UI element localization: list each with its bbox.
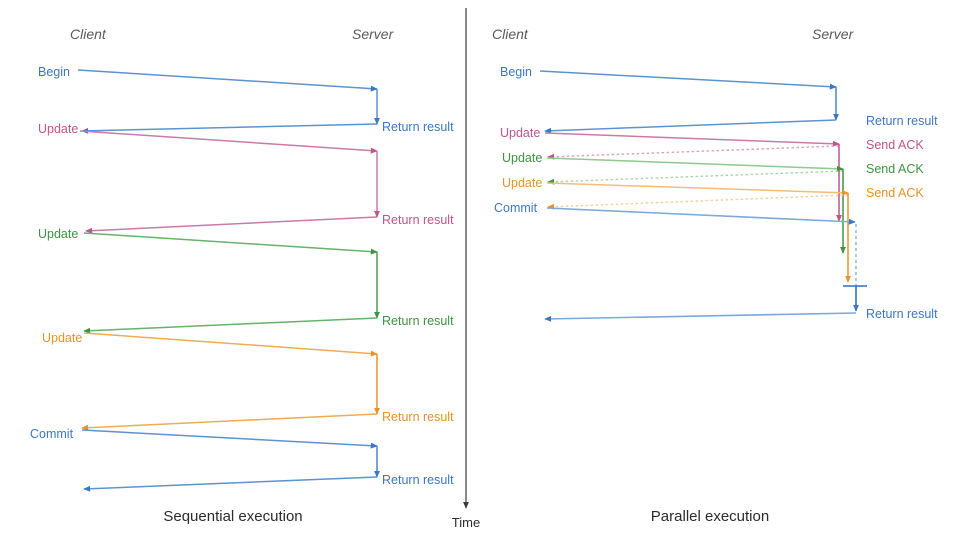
server-lane-title-sequential: Server [352,26,395,42]
label-par-server-ack-2: Send ACK [866,162,924,176]
arrow-update1-response [85,216,378,234]
arrow-begin-response [81,123,378,134]
label-par-server-return-2: Return result [866,307,938,321]
label-par-client-update-1: Update [500,126,540,140]
label-par-client-begin: Begin [500,65,532,79]
arrow-par-update1-request [544,132,840,147]
arrow-update2-request [83,232,378,255]
arrow-par-begin-request [539,70,837,90]
arrow-par-update3-ack [547,194,849,210]
arrow-par-update2-request [546,157,844,172]
client-lane-title-sequential: Client [70,26,107,42]
arrow-update1-request [79,130,378,154]
label-seq-client-begin: Begin [38,65,70,79]
label-seq-server-return-4: Return result [382,410,454,424]
arrow-update3-response [81,413,378,431]
label-seq-client-update-1: Update [38,122,78,136]
arrow-commit-response [83,476,378,492]
label-par-server-ack-3: Send ACK [866,186,924,200]
server-lane-title-parallel: Server [812,26,855,42]
label-seq-client-commit: Commit [30,427,74,441]
arrow-par-update2-ack [547,170,844,185]
client-lane-title-parallel: Client [492,26,529,42]
arrow-par-commit-response [544,312,857,322]
label-par-client-update-3: Update [502,176,542,190]
label-seq-client-update-2: Update [38,227,78,241]
label-par-client-commit: Commit [494,201,538,215]
label-seq-client-update-3: Update [42,331,82,345]
arrow-par-update1-ack [547,145,840,160]
arrow-update2-response [83,317,378,334]
arrow-begin-request [77,69,378,92]
arrow-par-begin-response [544,119,837,134]
caption-sequential: Sequential execution [163,508,302,525]
panel-sequential: Client Server Begin [30,26,454,525]
arrow-commit-request [81,429,378,449]
arrow-update3-request [83,332,378,357]
label-par-server-return-1: Return result [866,114,938,128]
caption-parallel: Parallel execution [651,508,769,525]
label-seq-server-return-3: Return result [382,314,454,328]
label-seq-server-return-5: Return result [382,473,454,487]
time-axis-label: Time [452,515,480,530]
panel-parallel: Client Server [492,26,938,525]
label-seq-server-return-2: Return result [382,213,454,227]
label-par-client-update-2: Update [502,151,542,165]
label-par-server-ack-1: Send ACK [866,138,924,152]
arrow-par-update3-request [546,182,849,196]
arrow-par-commit-request [546,207,856,225]
label-seq-server-return-1: Return result [382,120,454,134]
